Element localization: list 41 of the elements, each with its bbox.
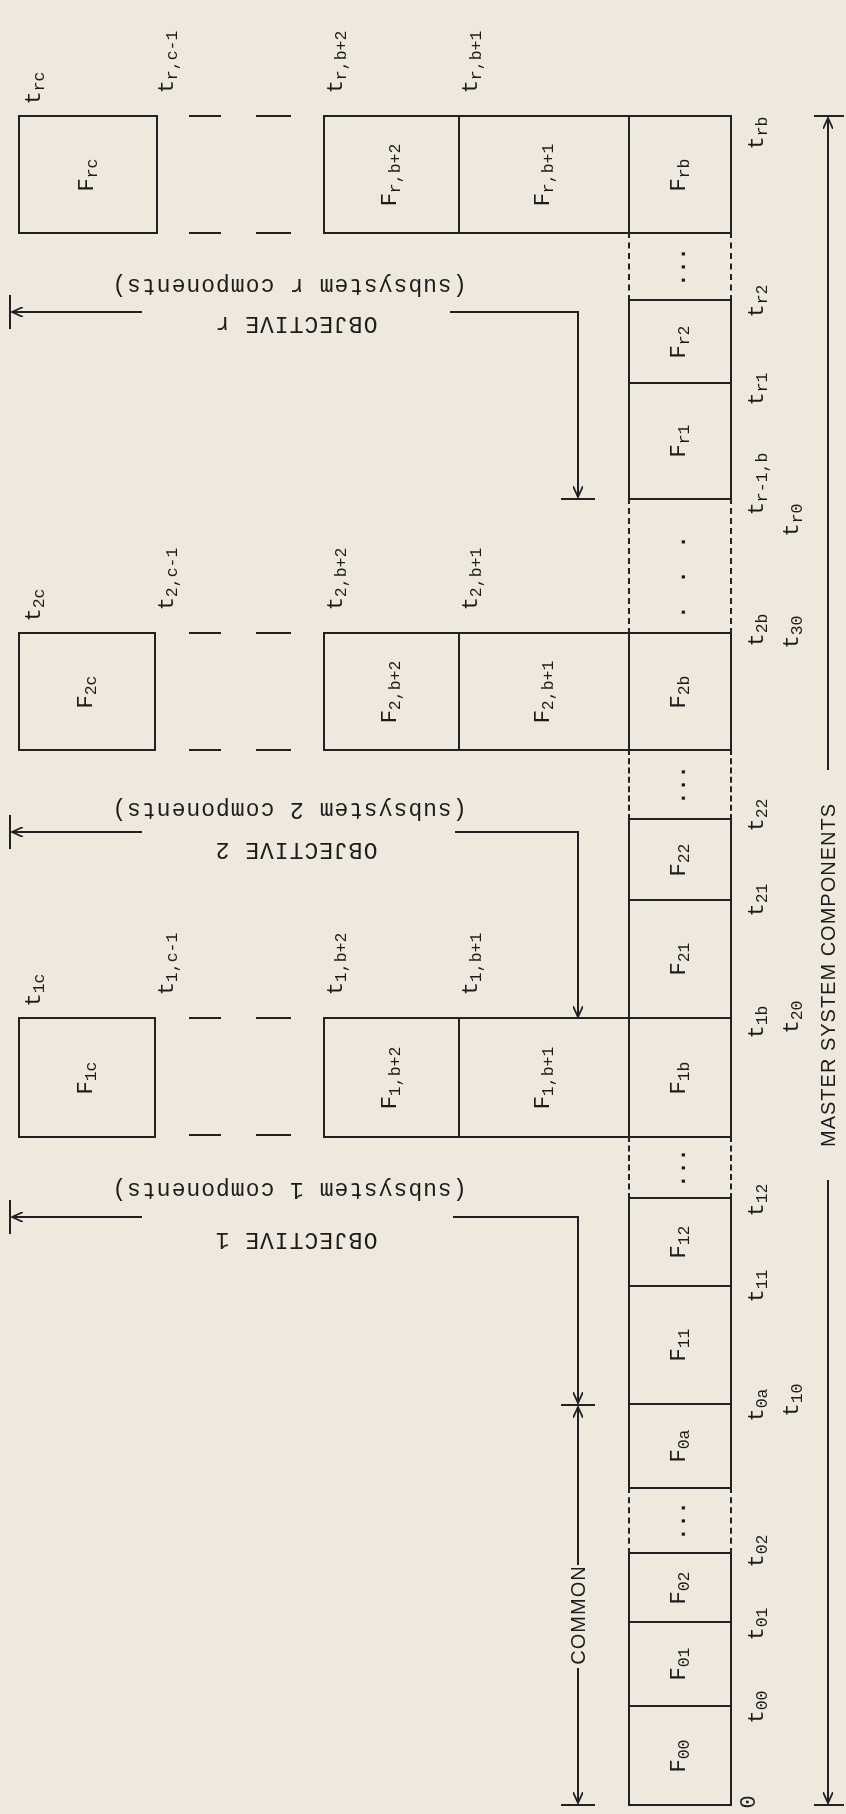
- component-box: [323, 632, 460, 751]
- component-box: [18, 115, 158, 234]
- component-box: [628, 1621, 732, 1707]
- objective-label: OBJECTIVE 2: [214, 836, 378, 860]
- ellipsis-cell: [628, 232, 732, 301]
- objective-label: OBJECTIVE 1: [214, 1226, 378, 1250]
- component-box: [628, 899, 732, 1019]
- component-box: [628, 818, 732, 901]
- component-box: [458, 115, 630, 234]
- component-box: [628, 1403, 732, 1489]
- objective-label: (subsystem 1 components): [111, 1176, 467, 1200]
- objective-label: (subsystem 2 components): [111, 796, 467, 820]
- ellipsis-cell: [628, 749, 732, 820]
- component-box: [628, 299, 732, 384]
- ellipsis-cell: [628, 1136, 732, 1199]
- component-box: [628, 1197, 732, 1287]
- component-box: [18, 1017, 156, 1138]
- ellipsis: ...: [669, 764, 691, 805]
- component-box: [628, 1285, 732, 1405]
- dimension-label: MASTER SYSTEM COMPONENTS: [818, 803, 838, 1147]
- component-box: [458, 1017, 630, 1138]
- ellipsis: ...: [669, 1500, 691, 1541]
- ellipsis-cell: [628, 498, 732, 634]
- component-box: [628, 1552, 732, 1623]
- component-box: [323, 115, 460, 234]
- dimension-label: COMMON: [568, 1565, 588, 1665]
- component-box: [628, 1705, 732, 1806]
- ellipsis: ...: [669, 513, 691, 619]
- component-box: [458, 632, 630, 751]
- objective-label: (subsystem r components): [111, 272, 467, 296]
- component-box: [628, 1017, 732, 1138]
- component-box: [323, 1017, 460, 1138]
- ellipsis: ...: [669, 1147, 691, 1188]
- component-box: [18, 632, 156, 751]
- component-box: [628, 632, 732, 751]
- component-box: [628, 382, 732, 500]
- objective-label: OBJECTIVE r: [214, 310, 378, 334]
- time-label: 0: [739, 1795, 761, 1809]
- component-box: [628, 115, 732, 234]
- ellipsis-cell: [628, 1487, 732, 1554]
- ellipsis: ...: [669, 246, 691, 287]
